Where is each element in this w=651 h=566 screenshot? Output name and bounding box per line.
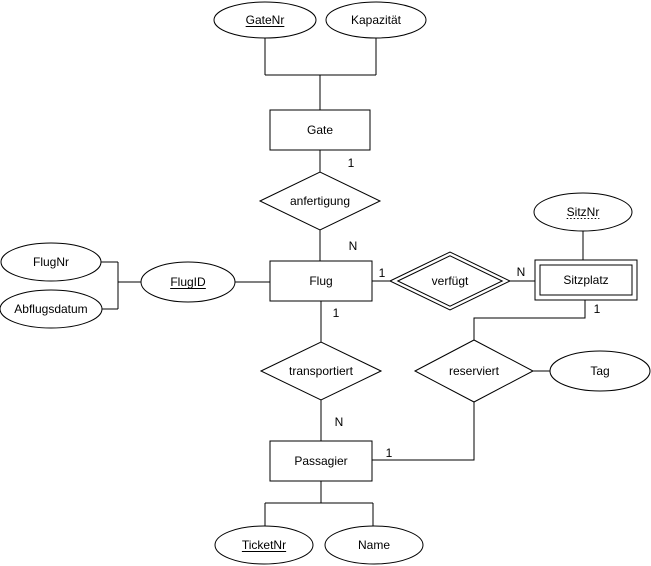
attribute-tag[interactable]: Tag xyxy=(549,350,651,392)
attribute-label-flugid: FlugID xyxy=(170,275,206,289)
attribute-gatenr[interactable]: GateNr xyxy=(213,1,317,39)
attribute-sitznr[interactable]: SitzNr xyxy=(533,192,633,232)
cardinality-sitzplatz-reserviert-1: 1 xyxy=(594,302,601,316)
cardinality-gate-anfertigung-1: 1 xyxy=(348,156,355,170)
attribute-label-gatenr: GateNr xyxy=(246,13,285,27)
attribute-label-ticketnr: TicketNr xyxy=(242,538,286,552)
cardinality-reserviert-passagier-1: 1 xyxy=(386,446,393,460)
attribute-label-abflugsdatum: Abflugsdatum xyxy=(14,302,87,316)
attribute-label-tag: Tag xyxy=(590,364,609,378)
entity-label-sitzplatz: Sitzplatz xyxy=(563,273,608,287)
attribute-flugid[interactable]: FlugID xyxy=(140,261,236,303)
relationship-label-transportiert: transportiert xyxy=(289,364,354,378)
cardinality-verfuegt-sitzplatz-n: N xyxy=(517,265,526,279)
edge-reserviert-passagier[interactable] xyxy=(372,402,475,461)
attribute-kapazitaet[interactable]: Kapazität xyxy=(325,1,427,39)
entity-passagier[interactable]: Passagier xyxy=(269,440,373,482)
attribute-label-kapazitaet: Kapazität xyxy=(351,13,402,27)
cardinality-flug-transportiert-1: 1 xyxy=(333,306,340,320)
cardinality-anfertigung-flug-n: N xyxy=(349,239,358,253)
edge-sitzplatz-reserviert[interactable] xyxy=(473,300,586,340)
cardinality-flug-verfuegt-1: 1 xyxy=(379,266,386,280)
entity-label-flug: Flug xyxy=(309,274,332,288)
relationship-label-reserviert: reserviert xyxy=(449,364,500,378)
attribute-label-sitznr: SitzNr xyxy=(567,205,600,219)
entity-flug[interactable]: Flug xyxy=(269,260,373,302)
attribute-flugnr[interactable]: FlugNr xyxy=(0,242,102,282)
entity-gate[interactable]: Gate xyxy=(269,109,371,151)
entity-label-gate: Gate xyxy=(307,123,333,137)
entity-sitzplatz[interactable]: Sitzplatz xyxy=(534,259,638,301)
cardinality-transportiert-passagier-n: N xyxy=(335,415,344,429)
relationship-anfertigung[interactable]: anfertigung xyxy=(258,171,382,231)
attribute-ticketnr[interactable]: TicketNr xyxy=(214,525,314,565)
attribute-abflugsdatum[interactable]: Abflugsdatum xyxy=(0,289,103,329)
relationship-verfuegt[interactable]: verfügt xyxy=(388,251,512,311)
attribute-label-flugnr: FlugNr xyxy=(33,255,69,269)
attribute-name[interactable]: Name xyxy=(324,525,424,565)
relationship-reserviert[interactable]: reserviert xyxy=(413,339,535,403)
relationship-label-anfertigung: anfertigung xyxy=(290,194,350,208)
relationship-transportiert[interactable]: transportiert xyxy=(259,341,383,401)
relationship-label-verfuegt: verfügt xyxy=(432,274,469,288)
attribute-label-name: Name xyxy=(358,538,390,552)
entity-label-passagier: Passagier xyxy=(294,454,347,468)
